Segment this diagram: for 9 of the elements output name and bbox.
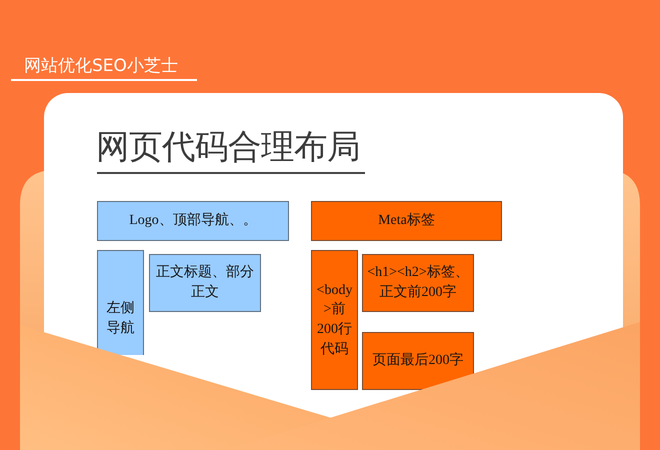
layout-block: 左侧导航 — [97, 250, 144, 355]
layout-block: <body>前200行代码 — [311, 250, 358, 390]
layout-block: <h1><h2>标签、正文前200字 — [362, 254, 474, 312]
title: 网页代码合理布局 — [96, 127, 360, 167]
series-heading: 网站优化SEO小芝士 — [24, 56, 178, 76]
layout-block: 页面最后200字 — [362, 332, 474, 390]
layout-block: 正文标题、部分正文 — [149, 254, 261, 312]
layout-block: Meta标签 — [311, 201, 502, 241]
layout-block: Logo、顶部导航、。 — [97, 201, 289, 241]
